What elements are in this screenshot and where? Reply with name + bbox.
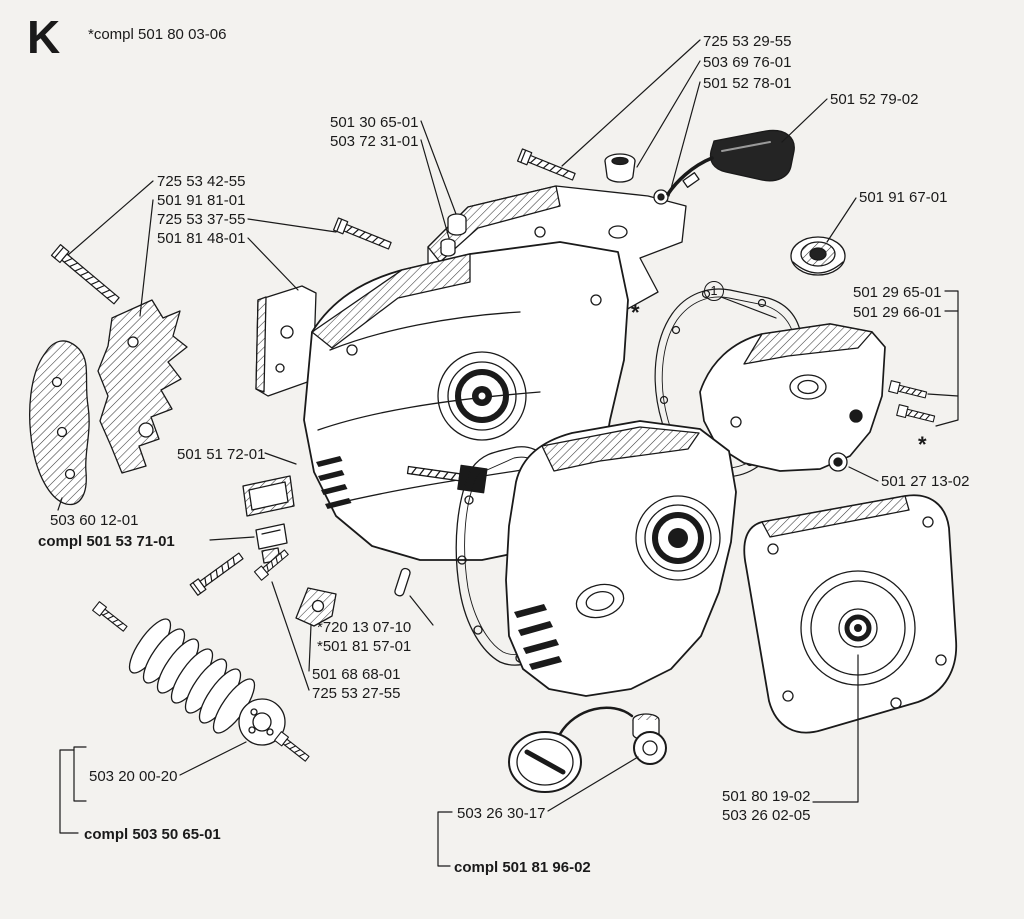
leader-lines bbox=[57, 39, 959, 867]
brake-guard-plate bbox=[97, 299, 188, 474]
side-plate bbox=[255, 285, 317, 397]
label-725-53-27-55: 725 53 27-55 bbox=[312, 685, 401, 702]
spring-assembly bbox=[91, 601, 312, 764]
label-compl-501-53-71-01: compl 501 53 71-01 bbox=[38, 533, 175, 550]
flywheel-cover bbox=[743, 494, 958, 734]
asterisk-marker-right: * bbox=[918, 432, 927, 457]
screw-725-53-29-55 bbox=[516, 148, 577, 184]
label-503-26-02-05: 503 26 02-05 bbox=[722, 807, 811, 824]
cable-nut-501-52-78-01 bbox=[653, 189, 669, 205]
label-501-30-65-01: 501 30 65-01 bbox=[330, 114, 419, 131]
asterisk-marker-left: * bbox=[631, 300, 640, 325]
plug-501-27-13-02 bbox=[828, 452, 848, 472]
label-503-60-12-01: 503 60 12-01 bbox=[50, 512, 139, 529]
fuel-cap-assembly bbox=[508, 706, 667, 793]
hand-guard-plate bbox=[29, 340, 90, 506]
cooling-vents bbox=[514, 604, 562, 670]
label-503-69-76-01: 503 69 76-01 bbox=[703, 54, 792, 71]
tank-housing bbox=[699, 323, 886, 472]
label-501-52-79-02: 501 52 79-02 bbox=[830, 91, 919, 108]
label-501-29-66-01: 501 29 66-01 bbox=[853, 304, 942, 321]
label-501-29-65-01: 501 29 65-01 bbox=[853, 284, 942, 301]
screw-501-29-65-01 bbox=[888, 380, 928, 401]
pin-720-13-07-10 bbox=[394, 567, 411, 597]
label-501-80-19-02: 501 80 19-02 bbox=[722, 788, 811, 805]
label-503-26-30-17: 503 26 30-17 bbox=[457, 805, 546, 822]
crankcase-vents bbox=[316, 456, 352, 509]
throttle-cable-assembly bbox=[666, 129, 795, 196]
label-501-27-13-02: 501 27 13-02 bbox=[881, 473, 970, 490]
section-letter: K bbox=[27, 11, 62, 63]
bushing-501-30-65-01 bbox=[447, 213, 467, 236]
screw-725-53-42-55 bbox=[50, 243, 122, 307]
label-725-53-42-55: 725 53 42-55 bbox=[157, 173, 246, 190]
label-725-53-29-55: 725 53 29-55 bbox=[703, 33, 792, 50]
screw-501-29-66-01 bbox=[896, 404, 936, 425]
label-compl-503-50-65-01: compl 503 50 65-01 bbox=[84, 826, 221, 843]
clamp-screw bbox=[189, 549, 246, 596]
label-501-51-72-01: 501 51 72-01 bbox=[177, 446, 266, 463]
label-501-81-57-01: *501 81 57-01 bbox=[317, 638, 412, 655]
label-501-52-78-01: 501 52 78-01 bbox=[703, 75, 792, 92]
label-501-91-67-01: 501 91 67-01 bbox=[859, 189, 948, 206]
label-501-81-48-01: 501 81 48-01 bbox=[157, 230, 246, 247]
screw-725-53-37-55 bbox=[332, 217, 393, 253]
label-compl-501-81-96-02: compl 501 81 96-02 bbox=[454, 859, 591, 876]
label-725-53-37-55: 725 53 37-55 bbox=[157, 211, 246, 228]
label-501-91-81-01: 501 91 81-01 bbox=[157, 192, 246, 209]
callout-circle-1: 1 bbox=[704, 281, 724, 301]
grommet-501-91-67-01 bbox=[790, 236, 846, 276]
bushing-503-72-31-01 bbox=[440, 238, 456, 257]
label-501-68-68-01: 501 68 68-01 bbox=[312, 666, 401, 683]
plate-501-51-72-01 bbox=[242, 475, 295, 517]
label-503-72-31-01: 503 72 31-01 bbox=[330, 133, 419, 150]
label-720-13-07-10: *720 13 07-10 bbox=[317, 619, 412, 636]
section-note: *compl 501 80 03-06 bbox=[88, 26, 227, 43]
grommet-503-69-76-01 bbox=[604, 153, 636, 183]
crankcase-flywheel-side bbox=[505, 420, 737, 697]
label-503-20-00-20: 503 20 00-20 bbox=[89, 768, 178, 785]
